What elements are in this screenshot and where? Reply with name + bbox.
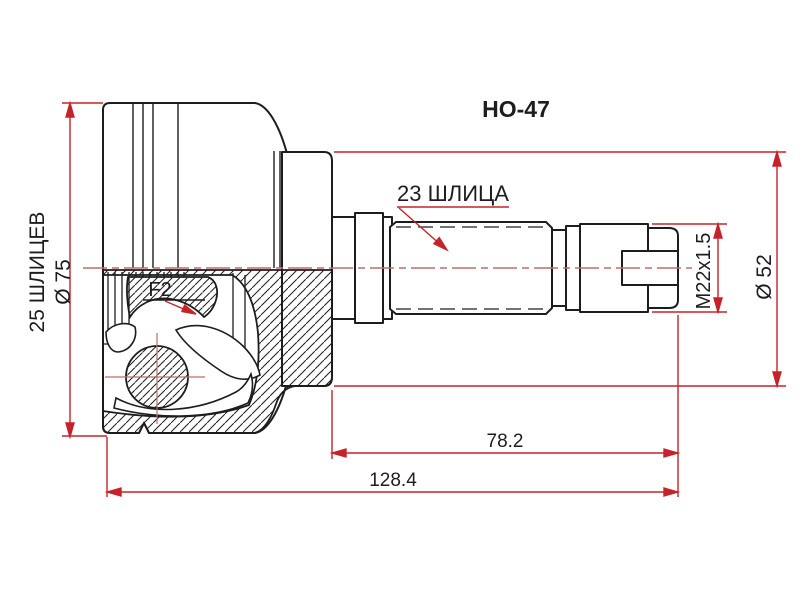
cage-section: [105, 322, 261, 417]
exterior-edge-lines: [132, 103, 281, 268]
leader-f2: [143, 299, 205, 315]
hub-splines-label: 25 ШЛИЦЕВ: [26, 212, 49, 333]
centerlines: [83, 267, 692, 424]
thread-spec-value: M22x1.5: [693, 233, 715, 310]
arrow-icon: [713, 297, 723, 315]
dimension-total-length: [104, 437, 681, 497]
arrow-icon: [180, 303, 197, 315]
arrow-icon: [772, 371, 782, 389]
housing-wall-section: [102, 269, 333, 434]
dimension-shaft-length: [329, 315, 681, 497]
shaft-splines-label: 23 ШЛИЦА: [397, 181, 509, 206]
arrow-icon: [65, 422, 75, 440]
dimension-thread: [652, 221, 727, 315]
dimension-outer-diameter: [62, 100, 107, 440]
arrow-icon: [663, 487, 681, 497]
arrow-icon: [772, 149, 782, 167]
shaft-length-value: 78.2: [487, 431, 524, 452]
ring-diameter-value: Ø 52: [753, 254, 776, 300]
outer-diameter-value: Ø 75: [52, 259, 75, 305]
arrow-icon: [663, 448, 681, 458]
arrow-icon: [65, 100, 75, 118]
dimension-ring-diameter: [334, 149, 786, 389]
leader-shaft-splines: [397, 206, 509, 252]
arrow-icon: [713, 221, 723, 239]
arrow-icon: [104, 487, 122, 497]
dimension-lines: [62, 100, 786, 497]
inner-race-section: [126, 276, 219, 320]
drawing-labels: HO-47 23 ШЛИЦА F2 78.2 128.4 25 ШЛИЦЕВ Ø…: [26, 96, 776, 491]
f2-label: F2: [148, 279, 171, 301]
section-view: [102, 269, 333, 434]
part-code-label: HO-47: [482, 96, 550, 122]
total-length-value: 128.4: [369, 470, 417, 491]
arrow-icon: [329, 448, 347, 458]
arrow-icon: [432, 236, 449, 252]
